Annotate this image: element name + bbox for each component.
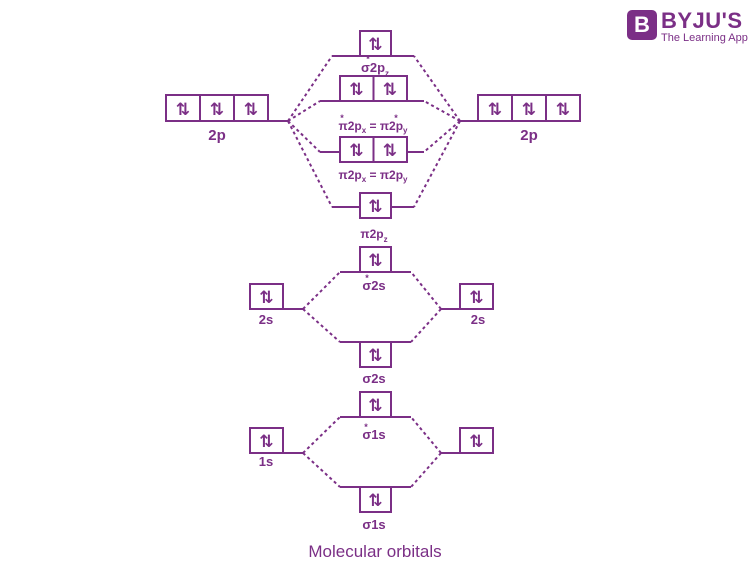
left-2p-orbitals: ⇅ ⇅ ⇅ 2p — [165, 94, 288, 144]
right-2p-box — [477, 94, 581, 122]
electron-pair-icon: ⇅ — [349, 80, 363, 100]
electron-pair-icon: ⇅ — [488, 100, 502, 120]
right-2s-label: 2s — [471, 312, 485, 327]
electron-pair-icon: ⇅ — [259, 432, 273, 452]
mo-pi-2pz: ⇅ π2pz — [332, 192, 414, 244]
electron-pair-icon: ⇅ — [349, 141, 363, 161]
electron-pair-icon: ⇅ — [176, 100, 190, 120]
electron-pair-icon: ⇅ — [368, 346, 382, 366]
electron-pair-icon: ⇅ — [368, 197, 382, 217]
diagram-caption: Molecular orbitals — [308, 542, 441, 561]
antibonding-star: * — [340, 113, 344, 123]
antibonding-star: * — [394, 113, 398, 123]
electron-pair-icon: ⇅ — [522, 100, 536, 120]
sigma-star-1s-label: σ1s — [362, 427, 385, 442]
pi-2pz-label: π2pz — [360, 227, 387, 244]
left-2s-orbital: ⇅ 2s — [249, 283, 303, 327]
mo-sigma-star-2pz: ⇅ σ2pz * — [332, 30, 414, 78]
right-2p-label: 2p — [520, 127, 538, 144]
1s-correlation-lines — [302, 416, 442, 488]
left-2p-label: 2p — [208, 127, 226, 144]
left-1s-orbital: ⇅ 1s — [249, 427, 303, 469]
mo-sigma-star-1s: ⇅ σ1s * — [340, 391, 411, 442]
right-2p-orbitals: ⇅ ⇅ ⇅ 2p — [460, 94, 581, 144]
mo-pi-star-2p: ⇅ ⇅ π2px = π2py * * — [320, 75, 424, 135]
antibonding-star: * — [366, 54, 370, 64]
right-1s-orbital: ⇅ — [441, 427, 494, 454]
antibonding-star: * — [365, 273, 369, 283]
electron-pair-icon: ⇅ — [368, 396, 382, 416]
2s-correlation-lines — [302, 271, 442, 343]
electron-pair-icon: ⇅ — [556, 100, 570, 120]
electron-pair-icon: ⇅ — [210, 100, 224, 120]
antibonding-star: * — [364, 422, 368, 432]
left-2p-box — [165, 94, 269, 122]
electron-pair-icon: ⇅ — [469, 432, 483, 452]
pi-star-2p-label: π2px = π2py — [339, 119, 409, 135]
electron-pair-icon: ⇅ — [259, 288, 273, 308]
electron-pair-icon: ⇅ — [469, 288, 483, 308]
electron-pair-icon: ⇅ — [383, 80, 397, 100]
sigma-star-2pz-label: σ2pz — [361, 60, 389, 78]
left-2s-label: 2s — [259, 312, 273, 327]
electron-pair-icon: ⇅ — [368, 491, 382, 511]
electron-pair-icon: ⇅ — [368, 35, 382, 55]
brand-name: BYJU'S — [661, 8, 743, 33]
electron-pair-icon: ⇅ — [244, 100, 258, 120]
electron-pair-icon: ⇅ — [383, 141, 397, 161]
brand-logo-icon: B — [627, 10, 657, 40]
sigma-2s-label: σ2s — [362, 371, 385, 386]
pi-2p-label: π2px = π2py — [339, 168, 409, 184]
mo-sigma-star-2s: ⇅ σ2s * — [340, 246, 411, 293]
sigma-1s-label: σ1s — [362, 517, 385, 532]
mo-sigma-1s: ⇅ σ1s — [340, 486, 411, 532]
brand-tagline: The Learning App — [661, 32, 748, 44]
2p-correlation-lines — [287, 55, 461, 208]
right-2s-orbital: ⇅ 2s — [441, 283, 494, 327]
mo-pi-2p: ⇅ ⇅ π2px = π2py — [320, 136, 424, 184]
electron-pair-icon: ⇅ — [368, 251, 382, 271]
mo-sigma-2s: ⇅ σ2s — [340, 341, 411, 386]
left-1s-label: 1s — [259, 454, 273, 469]
sigma-star-2s-label: σ2s — [362, 278, 385, 293]
